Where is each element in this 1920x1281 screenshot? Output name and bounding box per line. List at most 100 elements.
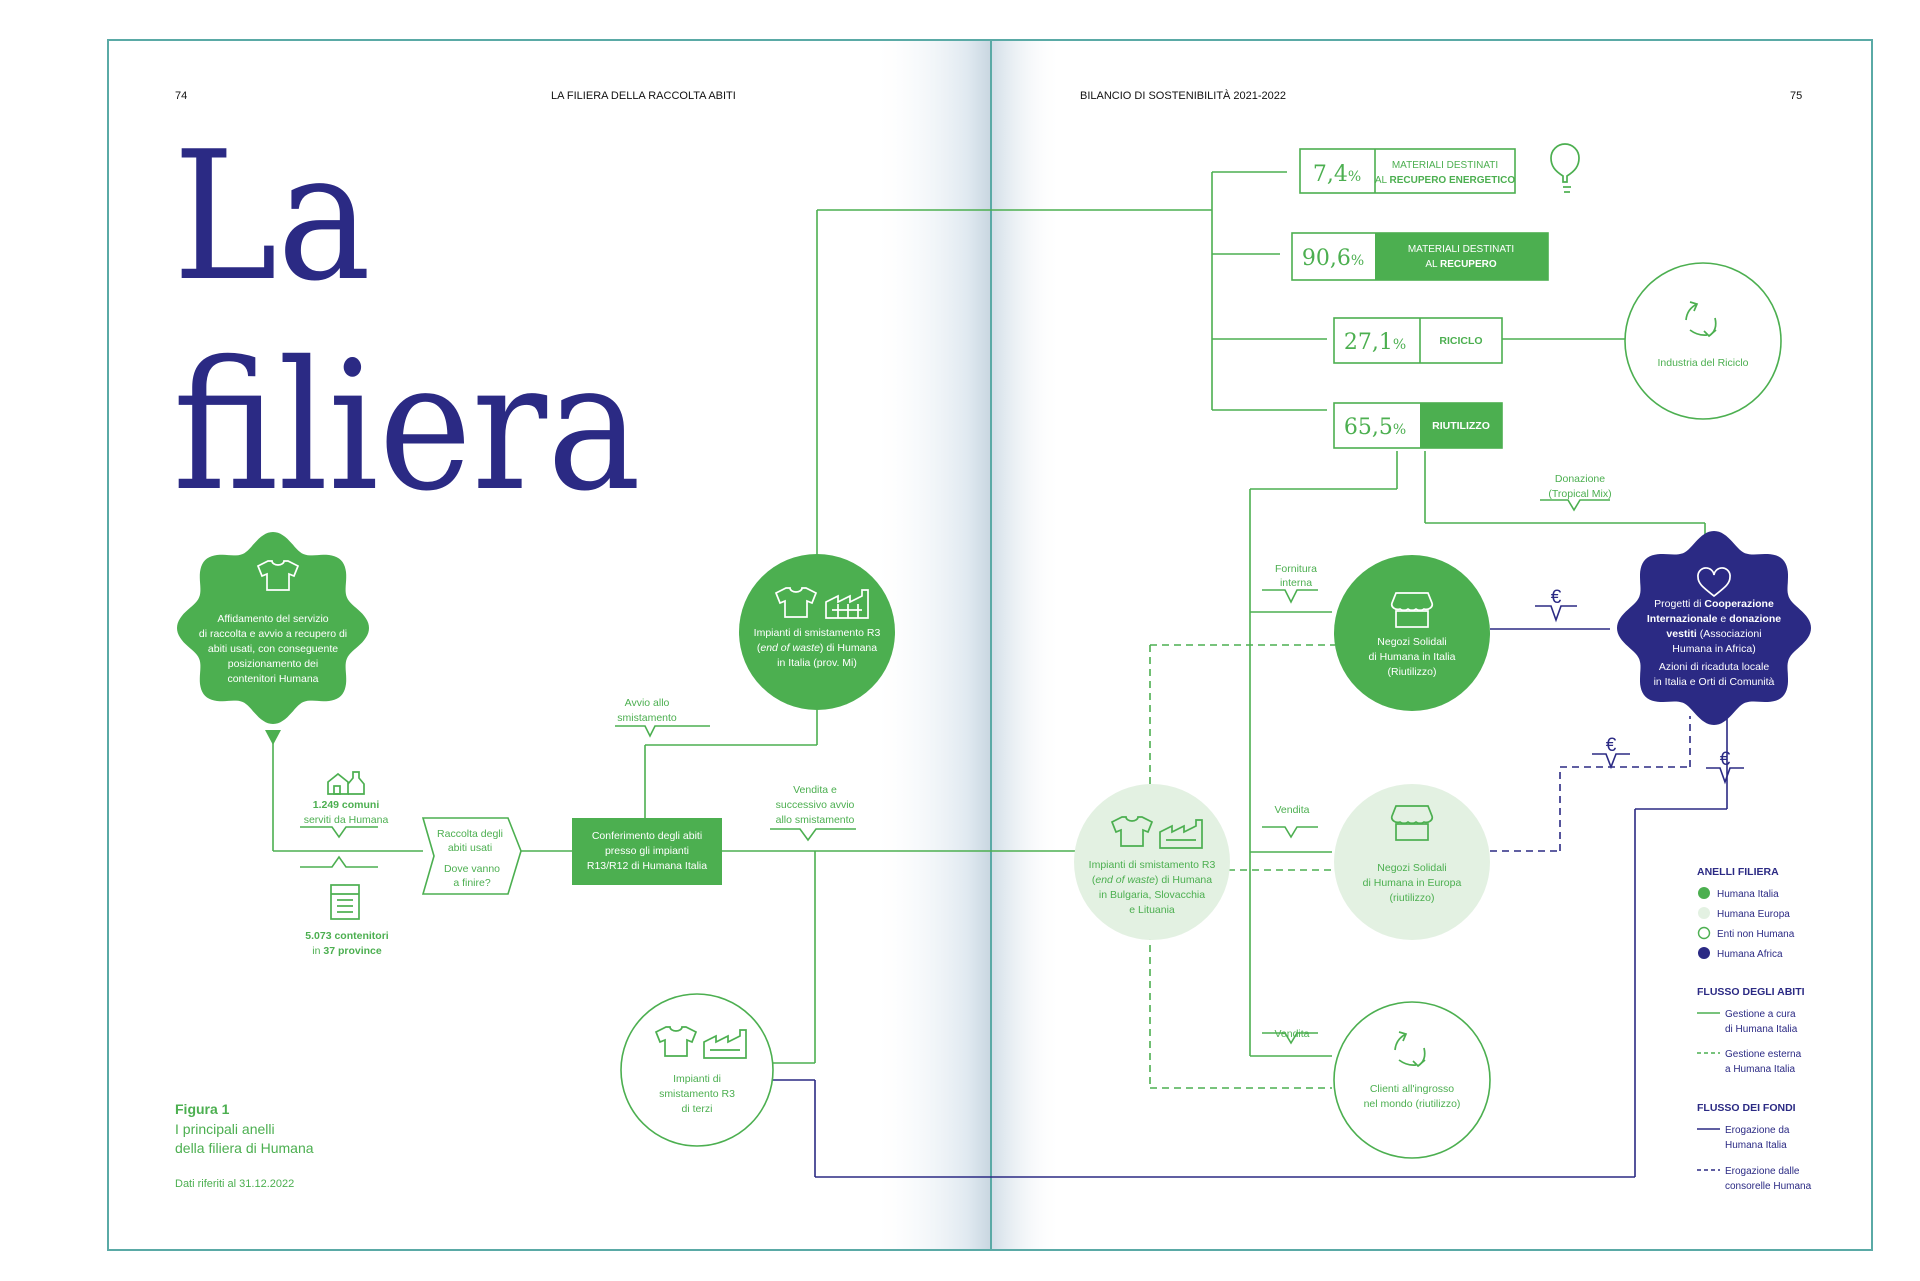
raccolta-line-4: a finire?: [453, 877, 491, 889]
comuni-text: serviti da Humana: [304, 814, 389, 826]
recycle-icon: [1394, 1031, 1426, 1068]
legend-anelli-1: Humana Italia: [1717, 889, 1779, 900]
vendita-avvio-line-3: allo smistamento: [776, 814, 855, 826]
impianti-europa-line-1: Impianti di smistamento R3: [1089, 859, 1216, 871]
figure-caption-line-2: della filiera di Humana: [175, 1140, 314, 1156]
riutilizzo-value: 65,5%: [1344, 415, 1406, 440]
euro-icon: €: [1606, 735, 1617, 756]
impianti-terzi-line-2: smistamento R3: [659, 1088, 735, 1100]
legend-fondi-1b: Humana Italia: [1725, 1140, 1787, 1151]
heart-icon: [1697, 567, 1731, 598]
gutter-shadow-right: [992, 40, 1062, 1250]
affidamento-line-2: di raccolta e avvio a recupero di: [199, 628, 347, 640]
factory-icon: [703, 1029, 747, 1059]
figure-title: Figura 1: [175, 1101, 230, 1117]
running-title-right: BILANCIO DI SOSTENIBILITÀ 2021-2022: [1080, 89, 1286, 102]
impianti-italia-line-2: (end of waste) di Humana: [757, 642, 877, 654]
avvio-line-2: smistamento: [617, 712, 677, 724]
contenitori-count: 5.073 contenitori: [305, 930, 389, 942]
stat-recupero: 90,6% MATERIALI DESTINATI AL RECUPERO: [1291, 232, 1549, 281]
node-impianti-italia: Impianti di smistamento R3 (end of waste…: [739, 554, 895, 710]
legend-abiti-1b: di Humana Italia: [1725, 1024, 1798, 1035]
legend-fondi-2a: Erogazione dalle: [1725, 1166, 1800, 1177]
conferimento-line-2: presso gli impianti: [605, 845, 689, 857]
affidamento-line-4: posizionamento dei: [228, 658, 318, 670]
figure-note: Dati riferiti al 31.12.2022: [175, 1178, 294, 1190]
impianti-europa-line-2: (end of waste) di Humana: [1092, 874, 1212, 886]
vendita-avvio-line-2: successivo avvio: [776, 799, 855, 811]
fund-flows: [741, 628, 1728, 1178]
legend-anelli-3: Enti non Humana: [1717, 929, 1795, 940]
node-negozi-italia: Negozi Solidali di Humana in Italia (Riu…: [1334, 555, 1490, 711]
factory-icon: [825, 589, 869, 619]
negozi-italia-line-3: (Riutilizzo): [1387, 666, 1436, 678]
headline-line-2: filiera: [173, 323, 641, 530]
impianti-europa-line-4: e Lituania: [1129, 904, 1175, 916]
impianti-italia-line-3: in Italia (prov. Mi): [777, 657, 857, 669]
recupero-line-2: AL RECUPERO: [1425, 259, 1497, 270]
flow-lines-humana-italia: [272, 171, 1706, 1064]
legend-anelli-4: Humana Africa: [1717, 949, 1783, 960]
house-icon: [327, 771, 365, 795]
energetico-line-1: MATERIALI DESTINATI: [1392, 160, 1498, 171]
impianti-italia-line-1: Impianti di smistamento R3: [754, 627, 881, 639]
node-industria-riciclo: Industria del Riciclo: [1624, 262, 1782, 420]
progetti-line-4: Humana in Africa): [1672, 643, 1755, 655]
comuni-count: 1.249 comuni: [313, 799, 380, 811]
negozi-italia-line-1: Negozi Solidali: [1377, 636, 1446, 648]
euro-icon: €: [1720, 749, 1731, 770]
node-clienti-ingrosso: Clienti all'ingrosso nel mondo (riutiliz…: [1333, 1001, 1491, 1159]
clienti-line-2: nel mondo (riutilizzo): [1364, 1098, 1461, 1110]
legend-fondi-1a: Erogazione da: [1725, 1125, 1790, 1136]
legend-anelli-title: ANELLI FILIERA: [1697, 866, 1779, 878]
industria-label: Industria del Riciclo: [1657, 357, 1748, 369]
negozi-europa-line-2: di Humana in Europa: [1363, 877, 1462, 889]
fornitura-line-1: Fornitura: [1275, 563, 1317, 575]
legend-anelli-2: Humana Europa: [1717, 909, 1790, 920]
progetti-line-6: in Italia e Orti di Comunità: [1654, 676, 1775, 688]
impianti-europa-line-3: in Bulgaria, Slovacchia: [1099, 889, 1205, 901]
impianti-terzi-line-1: Impianti di: [673, 1073, 721, 1085]
fornitura-line-2: interna: [1280, 577, 1312, 589]
progetti-line-1: Progetti di Cooperazione: [1654, 598, 1774, 610]
raccolta-line-2: abiti usati: [448, 842, 492, 854]
vendita-avvio-line-1: Vendita e: [793, 784, 837, 796]
legend-abiti-2b: a Humana Italia: [1725, 1064, 1795, 1075]
tshirt-icon: [256, 560, 300, 591]
donazione-line-2: (Tropical Mix): [1548, 488, 1611, 500]
lightbulb-icon: [1550, 143, 1580, 193]
energetico-value: 7,4%: [1313, 162, 1361, 187]
avvio-line-1: Avvio allo: [625, 697, 670, 709]
legend-flusso-fondi-title: FLUSSO DEI FONDI: [1697, 1102, 1796, 1114]
headline-line-1: La: [173, 113, 371, 320]
euro-icon: €: [1551, 587, 1562, 608]
contenitori-province: in 37 province: [312, 945, 382, 957]
recupero-line-1: MATERIALI DESTINATI: [1408, 244, 1514, 255]
legend-abiti-1a: Gestione a cura: [1725, 1009, 1796, 1020]
figure-caption-line-1: I principali anelli: [175, 1121, 275, 1137]
affidamento-line-3: abiti usati, con conseguente: [208, 643, 338, 655]
stat-riutilizzo: 65,5% RIUTILIZZO: [1333, 402, 1503, 449]
recycle-icon: [1685, 301, 1717, 338]
node-affidamento: Affidamento del servizio di raccolta e a…: [177, 532, 369, 724]
running-title-left: LA FILIERA DELLA RACCOLTA ABITI: [551, 90, 736, 102]
legend-flusso-abiti-title: FLUSSO DEGLI ABITI: [1697, 986, 1805, 998]
conferimento-line-1: Conferimento degli abiti: [592, 830, 702, 842]
stat-recupero-energetico: 7,4% MATERIALI DESTINATI AL RECUPERO ENE…: [1299, 148, 1516, 194]
down-arrow: [265, 730, 281, 745]
shop-icon: [1390, 805, 1434, 841]
donazione-line-1: Donazione: [1555, 473, 1605, 485]
recupero-value: 90,6%: [1302, 246, 1364, 271]
vendita-label-2: Vendita: [1274, 1028, 1309, 1040]
riciclo-value: 27,1%: [1344, 330, 1406, 355]
affidamento-line-5: contenitori Humana: [227, 673, 318, 685]
negozi-europa-line-1: Negozi Solidali: [1377, 862, 1446, 874]
affidamento-line-1: Affidamento del servizio: [217, 613, 328, 625]
legend-fondi-2b: consorelle Humana: [1725, 1181, 1812, 1192]
legend: ANELLI FILIERA Humana Italia Humana Euro…: [1697, 866, 1812, 1192]
legend-abiti-2a: Gestione esterna: [1725, 1049, 1802, 1060]
negozi-europa-line-3: (riutilizzo): [1390, 892, 1435, 904]
raccolta-line-1: Raccolta degli: [437, 828, 503, 840]
conferimento-line-3: R13/R12 di Humana Italia: [587, 860, 707, 872]
node-impianti-europa: Impianti di smistamento R3 (end of waste…: [1074, 784, 1230, 940]
